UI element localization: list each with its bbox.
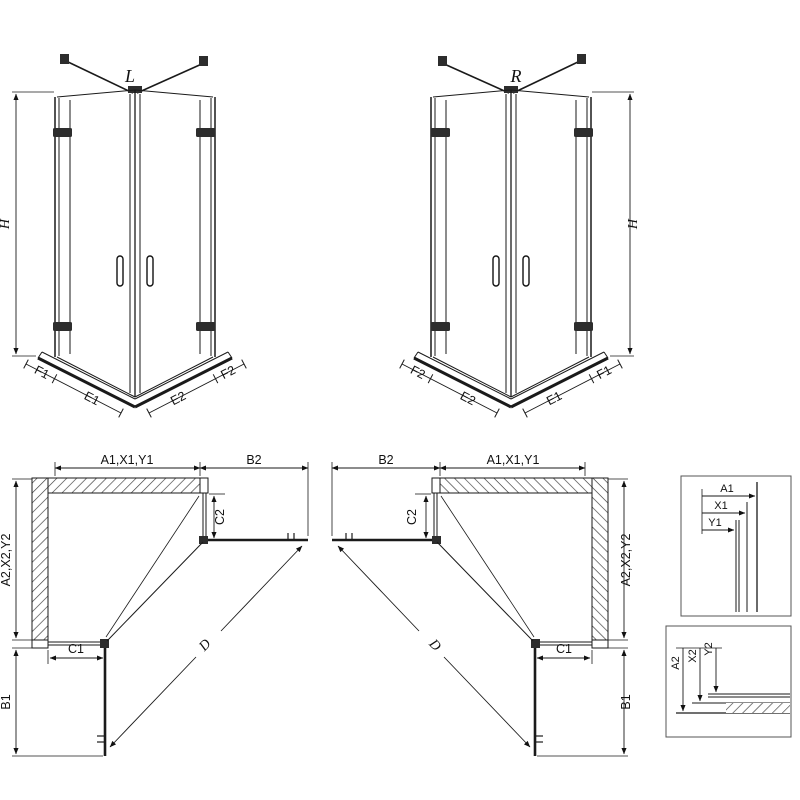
dim-label-e2-right: E2 — [458, 389, 478, 408]
front-view-left-geometry — [12, 54, 246, 417]
dim-label-a2x2y2-right: A2,X2,Y2 — [619, 534, 633, 587]
front-view-right-geometry — [400, 54, 634, 417]
dim-label-b1-right: B1 — [619, 694, 633, 709]
dim-label-d-left: D — [196, 637, 215, 655]
dim-label-d-right: D — [425, 636, 444, 654]
detail-view-bottom: A2 X2 Y2 — [665, 625, 792, 738]
detail-view-top: A1 X1 Y1 — [680, 475, 792, 617]
dim-label-c1-left: C1 — [68, 642, 84, 656]
dim-label-b1-left: B1 — [0, 694, 13, 709]
dim-label-f2-left: F2 — [218, 363, 237, 382]
dim-label-h-right: H — [626, 218, 641, 230]
plan-view-right: A1,X1,Y1 B2 C2 A2,X2,Y2 C1 B1 D — [332, 453, 633, 756]
front-view-left: L H F1 E1 E2 F2 — [0, 54, 246, 417]
plan-view-left: A1,X1,Y1 B2 C2 A2,X2,Y2 C1 B1 D — [0, 453, 308, 756]
variant-label-left: L — [124, 66, 135, 86]
dim-label-f1-left: F1 — [32, 363, 51, 382]
detail-label-a1: A1 — [720, 483, 733, 495]
plan-view-right-geometry — [332, 462, 628, 756]
detail-label-x1: X1 — [714, 500, 727, 512]
detail-label-a2: A2 — [670, 656, 682, 669]
dim-label-a1x1y1-left: A1,X1,Y1 — [101, 453, 154, 467]
dim-label-b2-right: B2 — [378, 453, 393, 467]
plan-view-left-geometry — [12, 462, 308, 756]
dim-label-e1-right: E1 — [544, 389, 564, 408]
detail-label-y1: Y1 — [708, 517, 721, 529]
detail-label-x2: X2 — [687, 649, 699, 662]
detail-bottom-wall-hatch — [726, 703, 790, 713]
dim-label-c1-right: C1 — [556, 642, 572, 656]
front-view-right: R H F2 E2 E1 F1 — [400, 54, 641, 417]
dim-label-c2-right: C2 — [405, 509, 419, 525]
detail-label-y2: Y2 — [703, 642, 715, 655]
dim-label-e2-left: E2 — [168, 389, 188, 408]
dim-label-h-left: H — [0, 218, 13, 230]
dim-label-b2-left: B2 — [246, 453, 261, 467]
dim-label-a1x1y1-right: A1,X1,Y1 — [487, 453, 540, 467]
dim-label-a2x2y2-left: A2,X2,Y2 — [0, 534, 13, 587]
dim-label-c2-left: C2 — [213, 509, 227, 525]
variant-label-right: R — [510, 66, 522, 86]
dim-label-f1-right: F1 — [594, 363, 613, 382]
dim-label-f2-right: F2 — [408, 363, 427, 382]
dim-label-e1-left: E1 — [82, 389, 102, 408]
detail-bottom-frame — [665, 625, 792, 738]
